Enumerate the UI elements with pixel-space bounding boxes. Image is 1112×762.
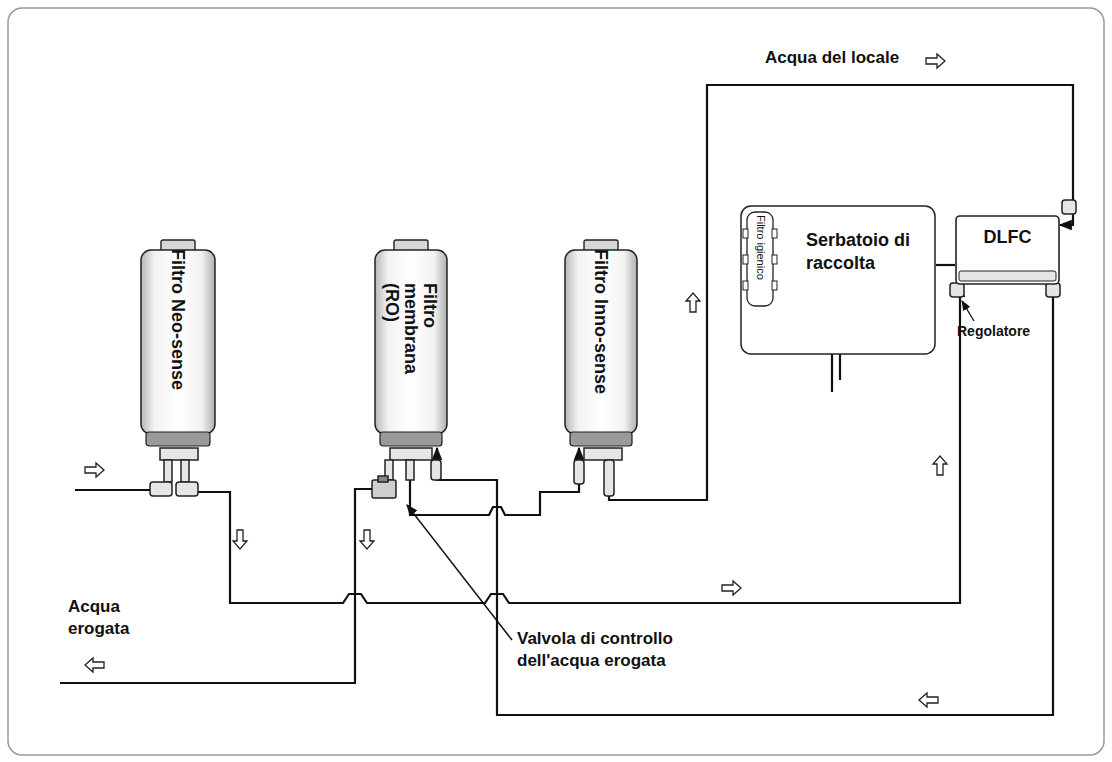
filter-cartridge: Filtro Neo-sense xyxy=(140,240,216,448)
collection-tank: Serbatoio di raccolta Filtro igienico xyxy=(740,205,936,355)
dlfc-base xyxy=(959,271,1056,281)
elbow-fitting xyxy=(431,460,441,480)
filter-body xyxy=(375,250,447,434)
tank-outline xyxy=(741,206,935,354)
node-label: Filtro Inno-sense xyxy=(592,249,611,439)
filter-tab xyxy=(772,281,777,290)
inlet-pipe xyxy=(75,489,150,491)
hygienic-filter-outline xyxy=(747,212,773,306)
fitting-stem xyxy=(406,460,414,480)
flow-label: Acqua erogata xyxy=(68,596,148,640)
node-outline xyxy=(955,215,1060,285)
flow-arrow xyxy=(233,530,247,549)
fitting-stem xyxy=(181,460,189,482)
filter-bottom xyxy=(380,432,442,446)
filter-tab xyxy=(743,281,748,290)
fitting-stem xyxy=(164,460,172,482)
flow-arrow xyxy=(919,693,938,707)
flow-label: Valvola di controllo dell'acqua erogata xyxy=(517,628,732,672)
node-label: Filtro igienico xyxy=(754,215,766,303)
elbow-fitting xyxy=(176,482,198,496)
flow-arrow xyxy=(933,456,947,475)
flow-arrow xyxy=(722,581,741,595)
filter-tab xyxy=(743,255,748,264)
pipes xyxy=(60,489,372,683)
callout-label: Regolatore xyxy=(957,322,1030,340)
elbow-fitting xyxy=(604,460,614,496)
filter-cartridge: Filtro Inno-sense xyxy=(564,240,638,448)
dlfc-unit: DLFC xyxy=(955,215,1060,285)
pipe-connector xyxy=(609,85,1073,500)
frame xyxy=(8,8,1104,755)
filter-bottom xyxy=(146,432,210,446)
flow-arrow xyxy=(360,530,374,549)
pipe-connector xyxy=(936,264,955,266)
dlfc-outline xyxy=(956,216,1059,284)
flow-arrows xyxy=(85,54,947,707)
elbow-fitting xyxy=(1062,200,1076,214)
node-label: DLFC xyxy=(955,227,1060,248)
filter-base xyxy=(584,448,622,460)
fittings xyxy=(150,200,1076,498)
filter-tab xyxy=(772,255,777,264)
node-label: Serbatoio di raccolta xyxy=(806,229,930,274)
control-valve-cap xyxy=(378,476,388,482)
hygienic-filter: Filtro igienico xyxy=(746,211,774,307)
elbow-fitting xyxy=(150,482,172,496)
filter-tab xyxy=(772,229,777,238)
filter-base xyxy=(390,448,432,460)
flow-arrow xyxy=(85,658,104,672)
node-label: Filtro membrana (RO) xyxy=(383,283,440,405)
pipe-connector xyxy=(410,448,579,515)
filter-tab xyxy=(743,229,748,238)
flow-arrow xyxy=(686,293,700,312)
leader-line xyxy=(407,505,512,640)
node-label: Filtro Neo-sense xyxy=(169,249,188,439)
regulator-fitting xyxy=(950,283,964,297)
filter-base xyxy=(160,448,198,460)
leader-line xyxy=(962,301,974,321)
flow-label: Acqua del locale xyxy=(765,47,899,69)
elbow-fitting xyxy=(1046,283,1060,297)
outlet-pipe xyxy=(60,489,372,683)
flow-arrow xyxy=(85,463,104,477)
filter-bottom xyxy=(570,432,632,446)
elbow-fitting xyxy=(574,460,584,484)
filter-cartridge: Filtro membrana (RO) xyxy=(374,240,448,448)
flow-arrow xyxy=(926,54,945,68)
